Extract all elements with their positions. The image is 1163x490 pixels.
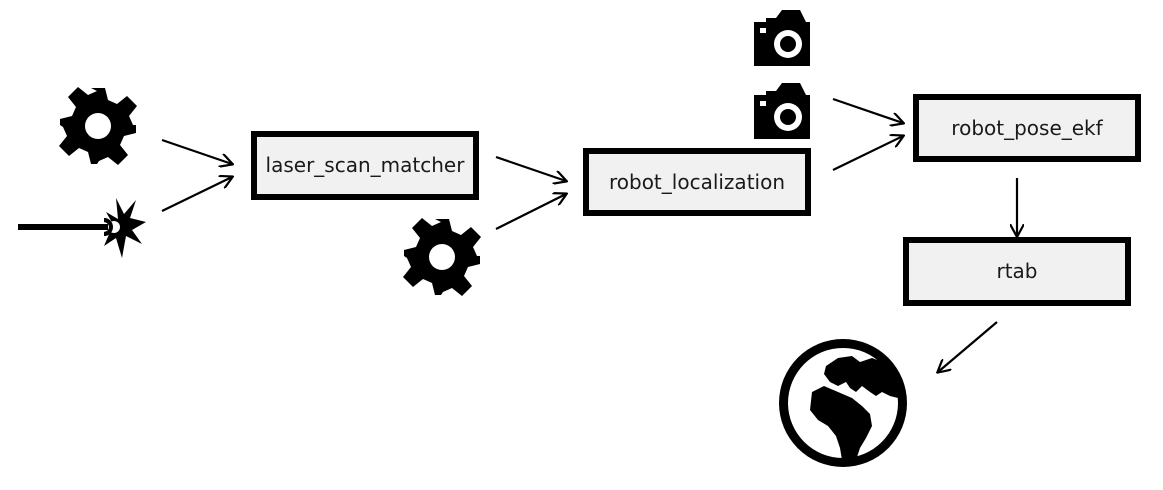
node-label: robot_localization: [609, 170, 785, 194]
camera-icon: [754, 10, 810, 66]
node-rtab[interactable]: rtab: [903, 237, 1131, 306]
gear-icon: [403, 218, 481, 296]
edge-gear-to-laser-scan-matcher: [161, 138, 232, 164]
globe-icon: [779, 339, 907, 467]
node-label: rtab: [996, 259, 1037, 283]
node-label: robot_pose_ekf: [951, 116, 1103, 140]
edge-rtab-to-globe: [938, 321, 998, 372]
node-robot-localization[interactable]: robot_localization: [583, 148, 811, 216]
edge-camera-to-robot-pose-ekf: [832, 97, 903, 123]
edge-laser-scan-matcher-to-robot-localization: [495, 155, 566, 181]
node-label: laser_scan_matcher: [266, 153, 466, 177]
gear-icon: [59, 87, 137, 165]
edge-robot-localization-to-robot-pose-ekf: [832, 136, 903, 171]
node-robot-pose-ekf[interactable]: robot_pose_ekf: [913, 94, 1141, 162]
node-laser-scan-matcher[interactable]: laser_scan_matcher: [251, 131, 479, 200]
laser-icon: [18, 198, 146, 258]
edge-laser-to-laser-scan-matcher: [161, 177, 232, 212]
camera-icon: [754, 83, 810, 139]
edge-gear-to-robot-localization: [495, 194, 566, 230]
